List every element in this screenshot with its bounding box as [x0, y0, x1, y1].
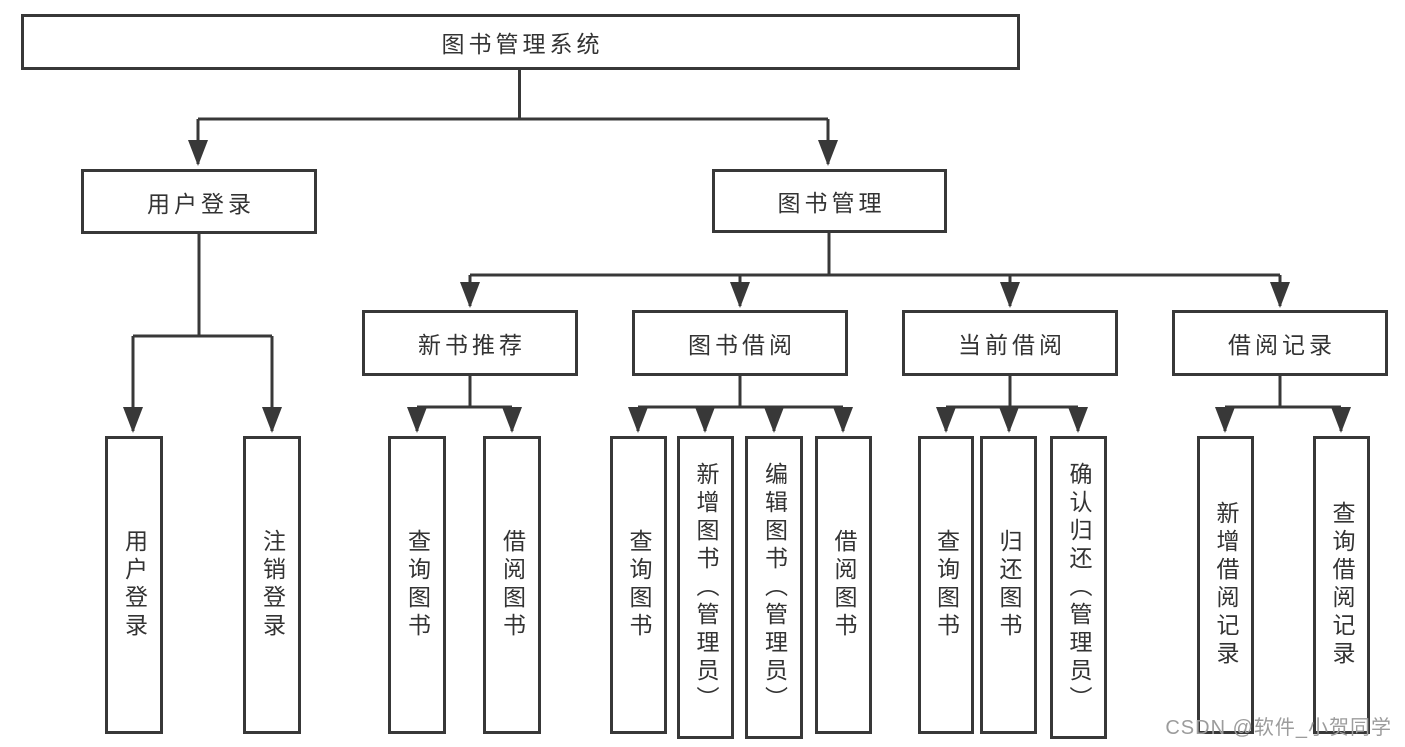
node-label: 查询借阅记录: [1329, 501, 1355, 669]
node-label: 图书管理系统: [441, 31, 604, 57]
node-edit-books-admin: 编辑图书（管理员）: [745, 436, 803, 739]
node-new-book-recommend: 新书推荐: [362, 310, 578, 376]
node-label: 用户登录: [121, 529, 148, 641]
node-add-borrow-record: 新增借阅记录: [1197, 436, 1254, 734]
node-user-login-leaf: 用户登录: [105, 436, 163, 734]
node-borrow-books-2: 借阅图书: [815, 436, 872, 734]
node-confirm-return-admin: 确认归还（管理员）: [1050, 436, 1107, 739]
node-borrow-books-1: 借阅图书: [483, 436, 541, 734]
node-logout: 注销登录: [243, 436, 301, 734]
node-label: 编辑图书（管理员）: [761, 461, 788, 714]
node-current-borrowing: 当前借阅: [902, 310, 1118, 376]
node-label: 图书借阅: [688, 332, 796, 358]
node-label: 查询图书: [933, 529, 960, 641]
node-label: 借阅图书: [499, 529, 526, 641]
node-label: 借阅记录: [1228, 332, 1336, 358]
node-label: 当前借阅: [958, 332, 1066, 358]
node-query-books-3: 查询图书: [918, 436, 974, 734]
node-label: 查询图书: [404, 529, 431, 641]
node-label: 注销登录: [259, 529, 286, 641]
node-label: 新增图书（管理员）: [693, 461, 719, 714]
node-user-login: 用户登录: [81, 169, 317, 234]
node-library-management-system: 图书管理系统: [21, 14, 1020, 70]
node-label: 查询图书: [626, 529, 652, 641]
node-label: 新书推荐: [418, 332, 526, 358]
node-book-management: 图书管理: [712, 169, 947, 233]
node-label: 图书管理: [777, 190, 886, 216]
node-label: 借阅图书: [831, 529, 857, 641]
node-label: 用户登录: [147, 190, 255, 217]
node-add-books-admin: 新增图书（管理员）: [677, 436, 734, 739]
node-label: 确认归还（管理员）: [1066, 461, 1092, 714]
node-label: 新增借阅记录: [1213, 501, 1239, 669]
watermark: CSDN @软件_小贺同学: [1165, 717, 1392, 739]
node-label: 归还图书: [996, 529, 1022, 641]
node-query-books-2: 查询图书: [610, 436, 667, 734]
node-borrowing-records: 借阅记录: [1172, 310, 1388, 376]
node-query-borrow-record: 查询借阅记录: [1313, 436, 1370, 734]
node-return-books: 归还图书: [980, 436, 1037, 734]
node-book-borrowing: 图书借阅: [632, 310, 848, 376]
node-query-books-1: 查询图书: [388, 436, 446, 734]
